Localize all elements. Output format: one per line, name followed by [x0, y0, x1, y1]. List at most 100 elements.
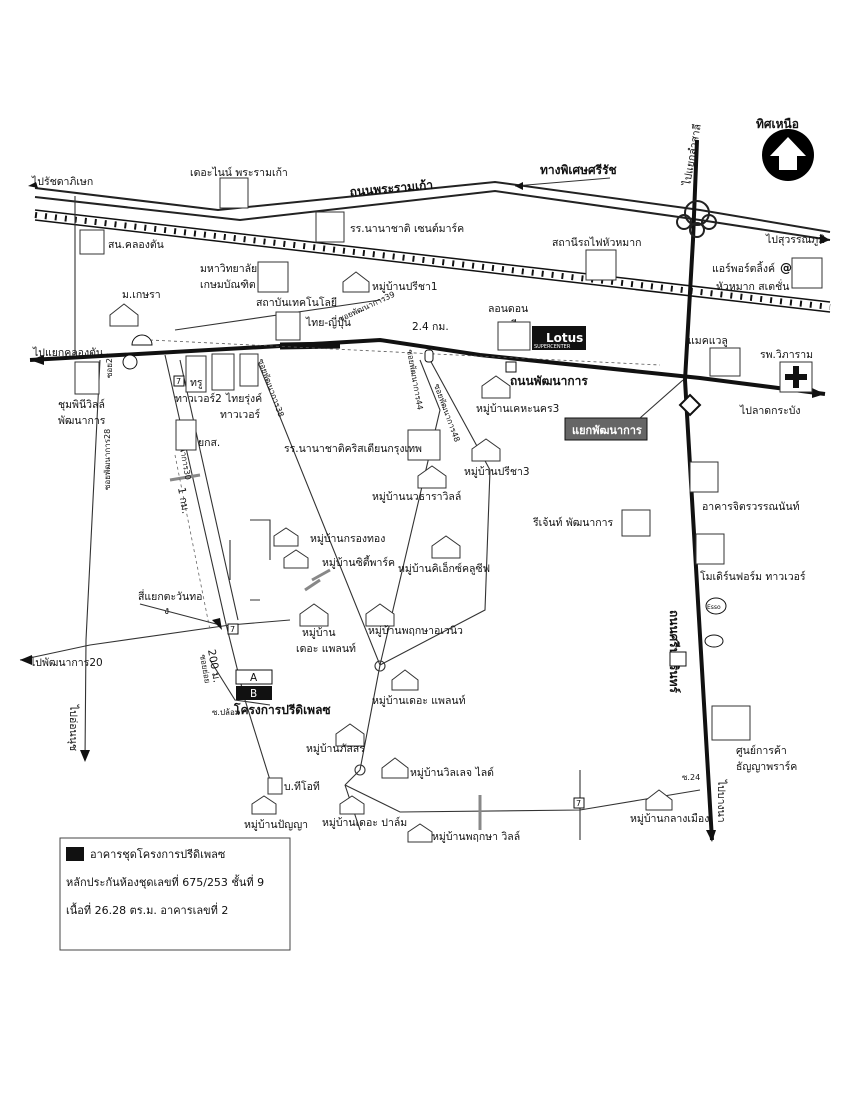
dir-latkrabang: ไปลาดกระบัง	[739, 404, 801, 417]
place-police: สน.คลองตัน	[108, 239, 164, 251]
place-makro: แมคแวลู	[688, 335, 728, 347]
project-name: โครงการปรีดิเพลซ	[233, 702, 331, 717]
house-icon	[299, 603, 329, 627]
place-tt: บ.ทีโอที	[284, 780, 320, 793]
place-london-1: ลอนดอน	[488, 303, 528, 315]
expressway-label: ทางพิเศษศรีรัช	[514, 163, 617, 190]
bank-icon	[424, 349, 434, 363]
house-icon	[335, 723, 365, 747]
road-phatthanakan: ถนนพัฒนาการ 2.4 กม.	[29, 321, 826, 398]
block-a	[235, 669, 273, 685]
seven-eleven-markers: 7 7 7	[173, 375, 585, 809]
north-arrow-icon	[770, 137, 806, 170]
place-thai-japan-2: ไทย-ญี่ปุ่น	[305, 315, 351, 329]
place-ekkachai-school: รร.นานาชาติคริสเตียนกรุงเทพ	[284, 442, 422, 455]
brand-icons	[122, 334, 724, 667]
road-label-soi-plam: ซ.ปล้อม	[212, 708, 240, 717]
seven-eleven-icon: 7	[176, 377, 181, 386]
house-icon	[342, 271, 370, 293]
place-ekkachai: ยกส.	[198, 437, 220, 449]
house-icon	[381, 757, 409, 779]
legend-row1: อาคารชุดโครงการปรีดิเพลซ	[90, 847, 226, 861]
house-icon	[481, 375, 511, 399]
legend-row3: เนื้อที่ 26.28 ตร.ม. อาคารเลขที่ 2	[66, 902, 228, 917]
house-icon	[109, 303, 139, 327]
road-label-phatthanakan: ถนนพัฒนาการ	[510, 374, 588, 388]
house-icon	[273, 527, 299, 547]
atm-icon	[505, 361, 517, 373]
place-city-park: หมู่บ้านซิตี้พาร์ค	[322, 555, 395, 569]
north-compass: ทิศเหนือ	[756, 117, 814, 181]
mazda-icon	[704, 634, 724, 648]
house-icon	[391, 669, 419, 691]
road-label-rama9: ถนนพระรามเก้า	[349, 178, 434, 199]
distance-2-4km: 2.4 กม.	[412, 321, 449, 333]
place-kasetra: ม.เกษรา	[122, 289, 161, 301]
place-nonsi: หมู่บ้านนวธาราวิลล์	[372, 490, 461, 503]
house-icon	[645, 789, 673, 811]
legend: อาคารชุดโครงการปรีดิเพลซ หลักประกันห้องช…	[59, 837, 291, 951]
gas-station-icon	[122, 354, 138, 370]
place-kron-thong: หมู่บ้านกรองทอง	[310, 533, 385, 545]
house-icon	[417, 465, 447, 489]
place-sumpun-2: พัฒนาการ	[58, 415, 106, 427]
place-preecha1: หมู่บ้านปรีชา1	[372, 280, 438, 293]
place-nakhon3: หมู่บ้านเคหะนคร3	[476, 403, 559, 415]
legend-row2: หลักประกันห้องชุดเลขที่ 675/253 ชั้นที่ …	[66, 874, 264, 889]
dir-rama9: ไปแยกลำสาลี	[680, 123, 704, 188]
compass-label: ทิศเหนือ	[756, 117, 799, 131]
place-center-2: ธัญญาพราร์ค	[736, 760, 797, 773]
place-modern-form: โมเดิร์นฟอร์ม ทาวเวอร์	[700, 570, 806, 583]
dir-onnut: ไปอ่อนนุช	[67, 704, 80, 751]
place-tesco: Lotus	[546, 331, 583, 345]
place-tower2: ทาวเวอร์2	[175, 392, 222, 405]
landmarks: เดอะไนน์ พระรามเก้า รร.นานาชาติ เซนต์มาร…	[58, 166, 823, 795]
place-phruksa-ville: หมู่บ้านพฤกษาอเวนิว	[368, 625, 463, 637]
seven-eleven-icon: 7	[230, 625, 235, 634]
place-chic-life: หมู่บ้านคิเอ็กซ์คลูซีฟ	[398, 561, 490, 575]
road-label-soi24: ซ.24	[682, 773, 700, 782]
place-thai-japan-1: สถาบันเทคโนโลยี	[256, 296, 337, 309]
dir-klongton: ไปแยกคลองตัน	[32, 346, 103, 359]
place-st-marks: รร.นานาชาติ เซนต์มาร์ค	[350, 222, 464, 235]
place-airport-link-1: แอร์พอร์ตลิ้งค์	[712, 261, 775, 275]
place-preecha3: หมู่บ้านปรีชา3	[464, 465, 530, 478]
esso-icon: Esso	[707, 604, 721, 611]
place-thairung-1: ไทยรุ่งค์	[225, 392, 262, 405]
place-lusaek: หมู่บ้านภัสสร	[306, 743, 365, 755]
place-hua-mak-station: สถานีรถไฟหัวหมาก	[552, 236, 641, 249]
place-the-plant-2: เดอะ แพลนท์	[296, 642, 356, 655]
block-b	[236, 686, 272, 700]
distance-200m: 200 ม.	[205, 648, 223, 683]
place-tesco-sub: SUPERCENTER	[534, 344, 571, 350]
place-center-1: ศูนย์การค้า	[736, 744, 787, 757]
place-kasem-uni-2: เกษมบัณฑิต	[200, 279, 256, 291]
place-panya: หมู่บ้านปัญญา	[244, 819, 308, 831]
place-kasem-uni-1: มหาวิทยาลัย	[200, 263, 257, 275]
place-thairung-2: ทาวเวอร์	[220, 408, 261, 421]
house-icon	[365, 603, 395, 627]
place-klang-muang: หมู่บ้านกลางเมือง	[630, 812, 709, 825]
village-houses: หมู่บ้านเคหะนคร3 หมู่บ้านปรีชา3 หมู่บ้าน…	[109, 271, 709, 843]
house-icon	[339, 795, 365, 815]
hospital-cross-icon	[785, 366, 807, 388]
house-icon	[471, 438, 501, 462]
seven-eleven-icon: 7	[576, 799, 581, 808]
place-the-plant-1: หมู่บ้าน	[302, 627, 336, 639]
house-icon	[283, 549, 309, 569]
interchange	[676, 200, 717, 238]
dir-bangna: ไปบางนา	[715, 779, 728, 823]
place-airport-link-2: หัวหมาก สเตชั่น	[716, 279, 789, 293]
road-srinakarin: ถนนศรีนครินทร์	[667, 139, 716, 842]
house-icon	[251, 795, 277, 815]
house-icon	[407, 823, 433, 843]
project-area: 1 กม. สี่แยกตะวันทอ ง 200 ม. A B โครงการ…	[138, 454, 331, 717]
road-label-soi28: ซอยพัฒนาการ28	[103, 429, 112, 490]
house-icon	[431, 535, 461, 559]
place-hospital: รพ.วิภาราม	[760, 349, 813, 361]
road-label-soi26: ซอย28	[105, 353, 114, 378]
road-label-soi38: ซอยพัฒนาการ38	[256, 358, 285, 419]
honda-icon	[669, 651, 687, 667]
legend-swatch	[66, 847, 84, 861]
place-villa-life: หมู่บ้านวิลเลจ ไลด์	[410, 766, 494, 779]
